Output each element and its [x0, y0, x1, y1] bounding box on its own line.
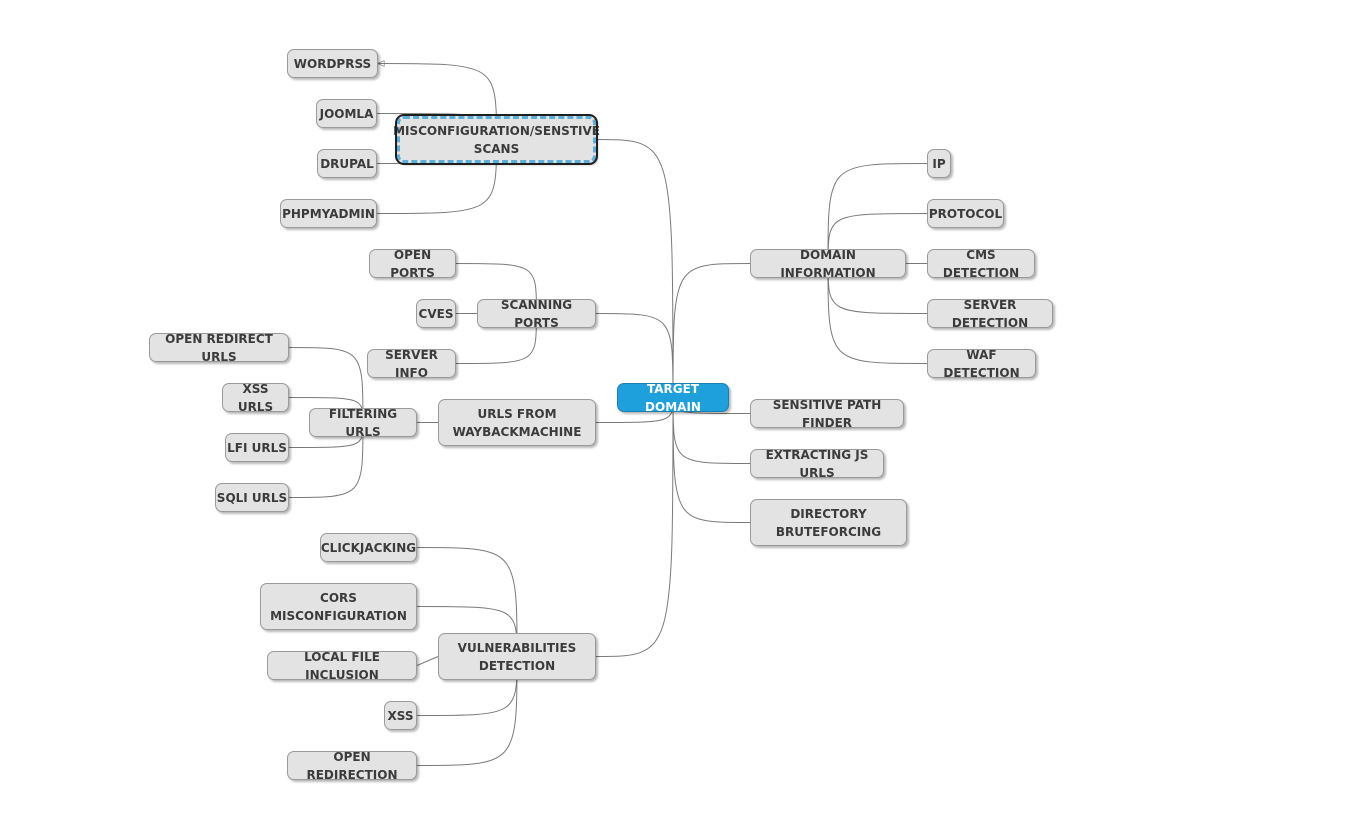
edge-serverinfo	[455, 313, 537, 364]
node-domain-information[interactable]: DOMAIN INFORMATION	[750, 248, 906, 280]
edge-ip	[827, 163, 928, 264]
node-urls-from-waybackmachine[interactable]: URLS FROM WAYBACKMACHINE	[438, 399, 596, 446]
node-sqli-urls[interactable]: SQLI URLS	[215, 483, 289, 512]
node-filtering-urls[interactable]: FILTERING URLS	[309, 407, 417, 439]
node-server-info[interactable]: SERVER INFO	[367, 348, 456, 380]
node-lfi-urls[interactable]: LFI URLS	[225, 433, 289, 462]
edge-openports	[455, 263, 537, 314]
node-extracting-js-urls[interactable]: EXTRACTING JS URLS	[750, 448, 884, 480]
edge-sqliurls	[288, 422, 364, 498]
node-scanning-ports[interactable]: SCANNING PORTS	[477, 298, 596, 330]
node-cves[interactable]: CVES	[416, 299, 456, 328]
edge-dirbrute	[672, 397, 751, 523]
edge-openredirecturls	[288, 347, 364, 423]
node-target-domain[interactable]: TARGET DOMAIN	[617, 382, 729, 414]
edge-clickjacking	[416, 547, 518, 657]
edge-wordprss	[378, 64, 497, 140]
node-open-ports[interactable]: OPEN PORTS	[369, 248, 456, 280]
node-local-file-inclusion[interactable]: LOCAL FILE INCLUSION	[267, 650, 417, 682]
node-phpmyadmin[interactable]: PHPMYADMIN	[280, 199, 377, 228]
node-drupal[interactable]: DRUPAL	[317, 149, 377, 178]
node-cors-misconfiguration[interactable]: CORS MISCONFIGURATION	[260, 583, 417, 630]
node-vulnerabilities-detection[interactable]: VULNERABILITIES DETECTION	[438, 633, 596, 680]
edge-misconfig	[595, 139, 674, 398]
node-protocol[interactable]: PROTOCOL	[927, 199, 1004, 228]
node-xss-urls[interactable]: XSS URLS	[222, 382, 289, 414]
node-directory-bruteforcing[interactable]: DIRECTORY BRUTEFORCING	[750, 499, 907, 546]
node-sensitive-path-finder[interactable]: SENSITIVE PATH FINDER	[750, 398, 904, 430]
edge-waf	[827, 263, 928, 364]
node-cms-detection[interactable]: CMS DETECTION	[927, 248, 1035, 280]
node-joomla[interactable]: JOOMLA	[316, 99, 377, 128]
node-server-detection[interactable]: SERVER DETECTION	[927, 298, 1053, 330]
edge-domaininfo	[672, 263, 751, 398]
edge-openredirection	[416, 656, 518, 766]
node-xss[interactable]: XSS	[384, 701, 417, 730]
node-clickjacking[interactable]: CLICKJACKING	[320, 533, 417, 562]
node-ip[interactable]: IP	[927, 149, 951, 178]
edge-vulns	[595, 397, 674, 657]
node-misconfiguration-scans[interactable]: MISCONFIGURATION/SENSTIVE SCANS	[393, 114, 600, 165]
node-open-redirection[interactable]: OPEN REDIRECTION	[287, 750, 417, 782]
node-wordprss[interactable]: WORDPRSS	[287, 49, 378, 78]
edge-protocol	[827, 213, 928, 264]
edge-lfi	[416, 656, 439, 666]
node-open-redirect-urls[interactable]: OPEN REDIRECT URLS	[149, 332, 289, 364]
node-waf-detection[interactable]: WAF DETECTION	[927, 348, 1036, 380]
